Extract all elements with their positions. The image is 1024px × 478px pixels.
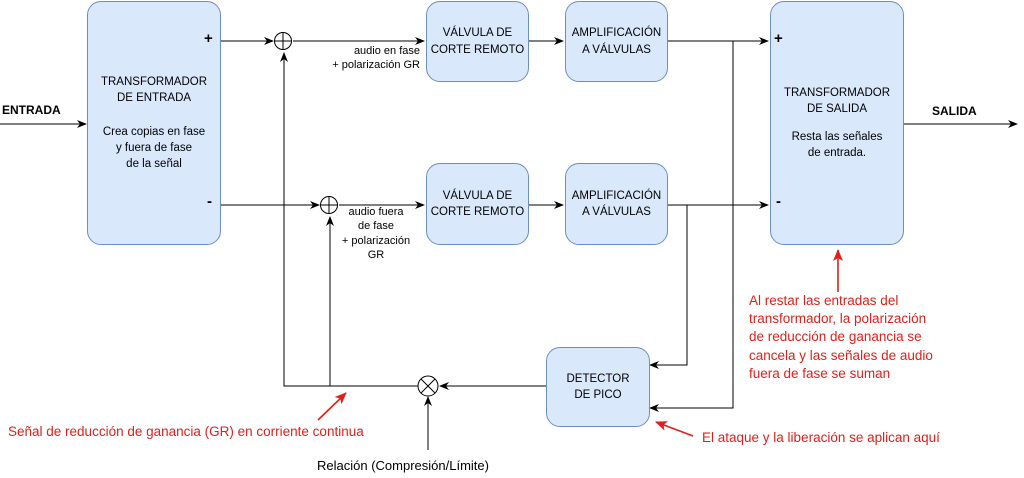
valve-bottom-block: VÁLVULA DE CORTE REMOTO — [426, 163, 529, 245]
amp-top-line: A VÁLVULAS — [582, 43, 651, 56]
peak-detector-block: DETECTOR DE PICO — [546, 347, 650, 427]
cancel-note-line: de reducción de ganancia se — [749, 329, 922, 345]
output-plus-sign: + — [774, 30, 783, 47]
cancel-note-line: transformador, la polarización — [749, 311, 927, 327]
red-arrow-to-gr-line — [317, 392, 347, 421]
output-transformer-block: TRANSFORMADOR DE SALIDA Resta las señale… — [770, 1, 904, 245]
valve-bottom-line: VÁLVULA DE — [442, 189, 513, 202]
detector-line: DETECTOR — [566, 372, 630, 385]
cancel-note-line: fuera de fase se suman — [749, 365, 891, 381]
sum-bottom-label-line: audio fuera — [348, 206, 404, 218]
input-transformer-title-line: DE ENTRADA — [116, 91, 192, 104]
output-transformer-title-line: TRANSFORMADOR — [783, 86, 891, 99]
cancel-note-line: cancela y las señales de audio — [749, 347, 933, 363]
sum-bottom-label: audio fuera de fase + polarización GR — [336, 205, 416, 262]
input-transformer-desc: Crea copias en fase y fuera de fase de l… — [103, 124, 205, 172]
sum-bottom-label-line: de fase — [357, 220, 395, 233]
wire-tap-top-to-detector — [649, 41, 734, 412]
wire-gr-to-top-sum — [280, 52, 418, 387]
input-label: ENTRADA — [2, 103, 61, 117]
output-label: SALIDA — [932, 104, 977, 118]
sum-top-label-line: + polarización GR — [332, 59, 420, 72]
input-transformer-title: TRANSFORMADOR DE ENTRADA — [101, 74, 207, 106]
ratio-label: Relación (Compresión/Límite) — [317, 458, 489, 473]
attack-release-annotation: El ataque y la liberación se aplican aqu… — [702, 430, 940, 445]
amp-top-line: AMPLIFICACIÓN — [571, 27, 662, 40]
output-transformer-desc: Resta las señales de entrada. — [792, 129, 883, 161]
output-minus-sign: - — [776, 193, 781, 210]
amp-bottom-line: A VÁLVULAS — [582, 206, 651, 218]
cancel-note-line: Al restar las entradas del — [749, 293, 899, 308]
sum-bottom-label-line: GR — [367, 248, 385, 261]
sum-top-label-line: audio en fase — [353, 45, 420, 57]
input-transformer-desc-line: y fuera de fase — [115, 142, 193, 155]
valve-top-block: VÁLVULA DE CORTE REMOTO — [426, 1, 529, 82]
multiplier-junction — [417, 375, 439, 397]
cancel-note-annotation: Al restar las entradas del transformador… — [749, 292, 933, 383]
sum-bottom-label-line: + polarización — [341, 234, 411, 247]
output-transformer-desc-line: Resta las señales — [791, 131, 883, 143]
input-transformer-desc-line: de la señal — [126, 158, 182, 171]
output-transformer-desc-line: de entrada. — [807, 147, 867, 160]
input-minus-sign: - — [207, 193, 212, 210]
amp-top-block: AMPLIFICACIÓN A VÁLVULAS — [565, 1, 668, 82]
sum-junction-bottom — [320, 196, 338, 214]
amp-bottom-line: AMPLIFICACIÓN — [571, 189, 662, 202]
amp-bottom-block: AMPLIFICACIÓN A VÁLVULAS — [565, 163, 668, 245]
output-transformer-title-line: DE SALIDA — [806, 102, 868, 115]
gr-signal-annotation: Señal de reducción de ganancia (GR) en c… — [8, 424, 364, 439]
input-plus-sign: + — [204, 30, 213, 47]
detector-line: DE PICO — [574, 389, 622, 401]
sum-junction-top — [274, 32, 292, 50]
wire-tap-bottom-to-detector — [649, 205, 688, 369]
valve-top-line: VÁLVULA DE — [442, 27, 513, 40]
sum-top-label: audio en fase + polarización GR — [296, 44, 420, 73]
valve-top-line: CORTE REMOTO — [430, 43, 525, 56]
valve-bottom-line: CORTE REMOTO — [430, 206, 525, 218]
output-transformer-title: TRANSFORMADOR DE SALIDA — [784, 85, 890, 117]
input-transformer-title-line: TRANSFORMADOR — [100, 75, 208, 88]
red-arrow-to-detector — [655, 421, 694, 437]
input-transformer-desc-line: Crea copias en fase — [102, 125, 206, 138]
input-transformer-block: TRANSFORMADOR DE ENTRADA Crea copias en … — [87, 1, 221, 245]
